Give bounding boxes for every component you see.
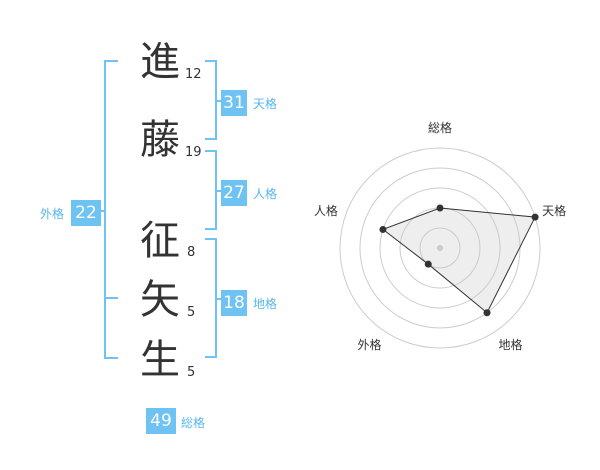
jinkaku-bracket-tick [217, 190, 222, 192]
stroke-count-3: 8 [187, 245, 196, 260]
stroke-count-1: 12 [185, 67, 202, 82]
radar-grid-ring [379, 187, 501, 309]
radar-series-polygon [381, 207, 536, 314]
radar-center-dot [437, 245, 443, 251]
jinkaku-value-badge: 27 [221, 180, 247, 206]
soukaku-label: 総格 [181, 416, 206, 430]
gaikaku-value-badge: 22 [71, 200, 101, 226]
jinkaku-label: 人格 [253, 187, 278, 201]
radar-point-4 [424, 260, 432, 268]
radar-point-1 [436, 204, 444, 212]
radar-point-2 [531, 213, 539, 221]
gaikaku-label: 外格 [40, 207, 65, 221]
chikaku-bracket [205, 238, 217, 358]
stroke-count-4: 5 [187, 305, 196, 320]
tenkaku-bracket [205, 60, 217, 140]
soukaku-value-badge: 49 [146, 408, 176, 434]
name-char-5: 生 [140, 337, 180, 383]
tenkaku-label: 天格 [253, 97, 278, 111]
name-char-1: 進 [140, 39, 180, 85]
gaikaku-bracket-inner-tick [104, 297, 118, 299]
gaikaku-bracket [104, 60, 118, 359]
name-char-2: 藤 [140, 117, 180, 163]
chikaku-label: 地格 [253, 297, 278, 311]
name-char-4: 矢 [140, 277, 180, 323]
chikaku-value-badge: 18 [221, 290, 247, 316]
jinkaku-bracket [205, 150, 217, 230]
tenkaku-value-badge: 31 [221, 90, 247, 116]
name-char-3: 征 [140, 218, 180, 264]
radar-point-5 [379, 225, 387, 233]
chikaku-bracket-tick [217, 298, 222, 300]
radar-axis-label-2: 天格 [542, 203, 566, 218]
stroke-count-5: 5 [187, 365, 196, 380]
gaikaku-bracket-tick [99, 210, 105, 212]
radar-point-3 [483, 309, 491, 317]
stroke-count-2: 19 [185, 145, 202, 160]
radar-grid-ring [339, 147, 541, 349]
tenkaku-bracket-tick [217, 100, 222, 102]
radar-grid-ring [419, 227, 461, 269]
radar-axis-label-1: 総格 [428, 120, 452, 135]
radar-axis-label-4: 外格 [357, 337, 381, 352]
radar-axis-label-5: 人格 [314, 203, 338, 218]
radar-axis-label-3: 地格 [499, 337, 523, 352]
